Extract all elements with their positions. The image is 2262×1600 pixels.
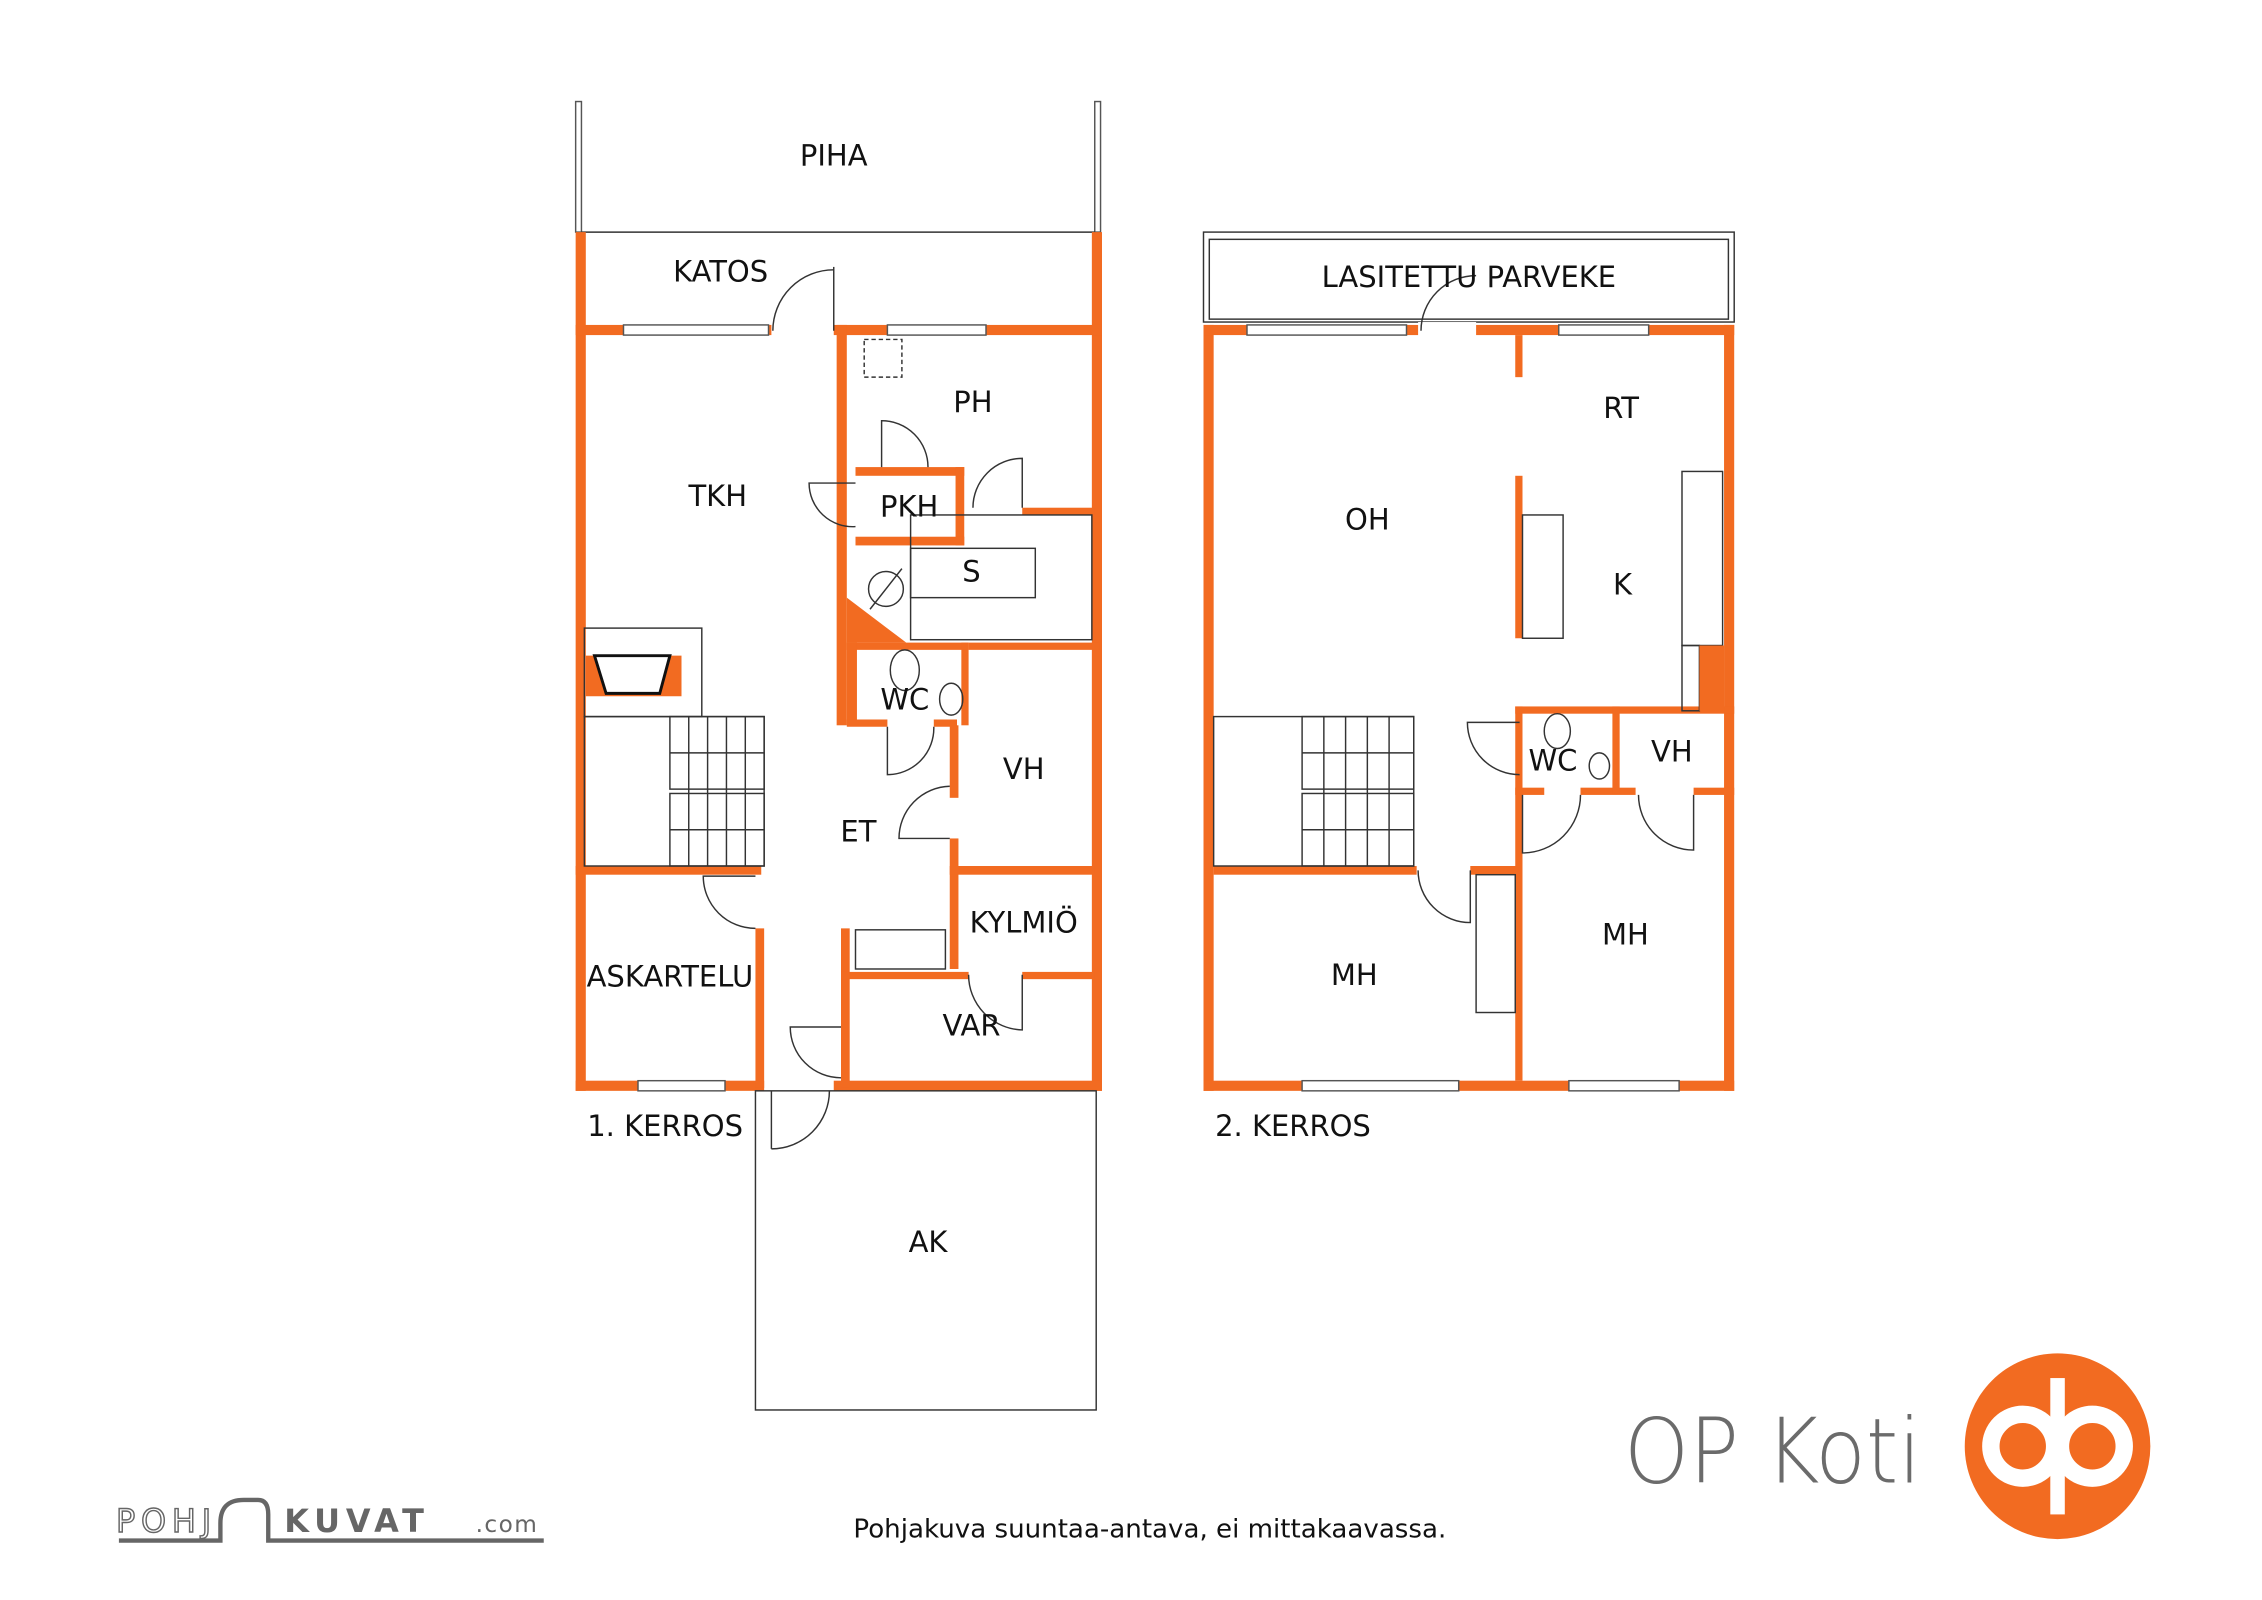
- pohjakuvat-logo: POHJ KUVAT .com: [115, 1497, 544, 1543]
- room-label-ph: PH: [953, 385, 992, 419]
- room-label-s: S: [962, 555, 980, 589]
- room-label-wc: WC: [1528, 743, 1577, 777]
- room-label-rt: RT: [1603, 391, 1639, 425]
- room-label-parveke: LASITETTU PARVEKE: [1322, 260, 1617, 294]
- floor-1-title: 1. KERROS: [587, 1109, 743, 1143]
- room-label-vh: VH: [1003, 752, 1045, 786]
- stairs: [1301, 715, 1415, 867]
- room-label-kylmio: KYLMIÖ: [970, 906, 1078, 940]
- stairs: [669, 715, 765, 867]
- floor-2-plan: LASITETTU PARVEKE RT OH K WC VH MH MH 2.…: [1202, 231, 1735, 1143]
- brand-name: OP Koti: [1624, 1400, 1921, 1504]
- room-label-k: K: [1613, 568, 1633, 602]
- room-label-katos: KATOS: [673, 254, 768, 288]
- floor-2-title: 2. KERROS: [1215, 1109, 1371, 1143]
- room-label-piha: PIHA: [800, 138, 868, 172]
- disclaimer: Pohjakuva suuntaa-antava, ei mittakaavas…: [853, 1515, 1446, 1545]
- room-label-ak: AK: [909, 1225, 949, 1259]
- pohjakuvat-logo-part1: POHJ: [116, 1502, 217, 1540]
- room-label-mh: MH: [1602, 917, 1649, 951]
- floor-1-plan: PIHA KATOS TKH PH PKH S WC VH ET KYLMIÖ …: [574, 100, 1102, 1411]
- room-label-tkh: TKH: [687, 479, 747, 513]
- op-logo-icon: [1964, 1353, 2151, 1540]
- room-label-askartelu: ASKARTELU: [587, 959, 754, 993]
- wall: [1091, 232, 1102, 1091]
- room-label-mh: MH: [1331, 958, 1378, 992]
- room-label-vh: VH: [1651, 735, 1693, 769]
- pohjakuvat-logo-part2: KUVAT: [284, 1502, 430, 1540]
- room-label-wc: WC: [880, 682, 929, 716]
- room-label-pkh: PKH: [880, 489, 938, 523]
- room-label-oh: OH: [1345, 502, 1390, 536]
- room-label-var: VAR: [943, 1009, 1001, 1043]
- pohjakuvat-logo-domain: .com: [476, 1511, 539, 1538]
- room-label-et: ET: [840, 814, 876, 848]
- wall: [575, 232, 586, 1091]
